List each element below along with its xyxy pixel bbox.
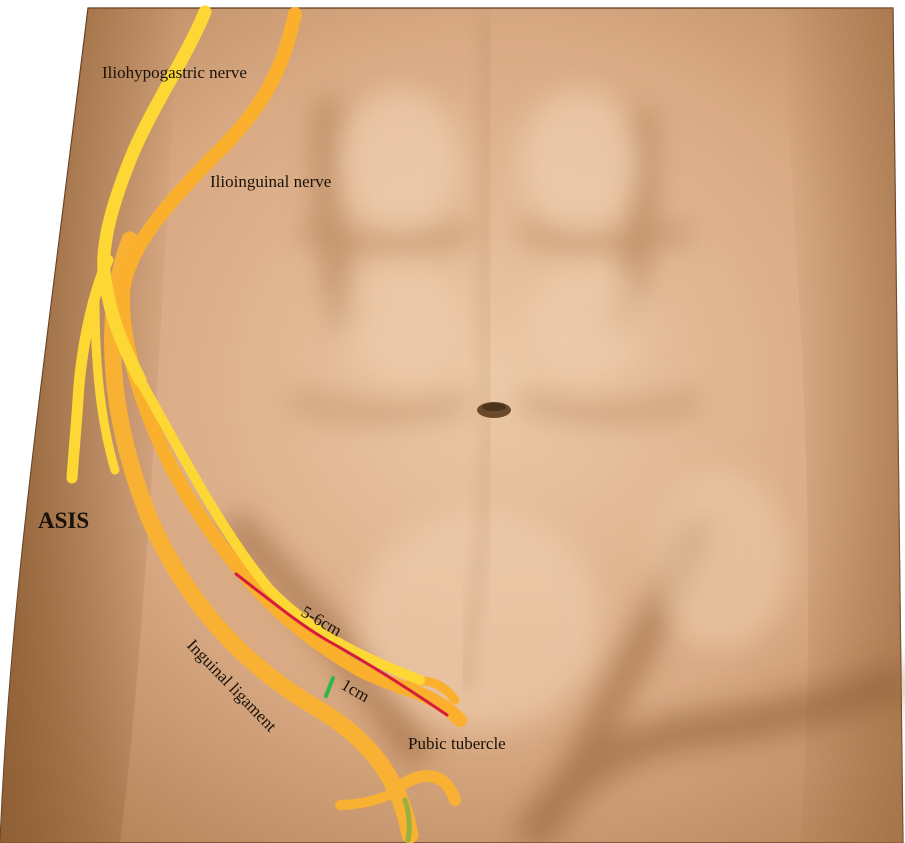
label-iliohypogastric-nerve: Iliohypogastric nerve — [102, 63, 247, 82]
label-asis: ASIS — [38, 508, 89, 533]
label-pubic-tubercle: Pubic tubercle — [408, 734, 506, 753]
label-ilioinguinal-nerve: Ilioinguinal nerve — [210, 172, 331, 191]
